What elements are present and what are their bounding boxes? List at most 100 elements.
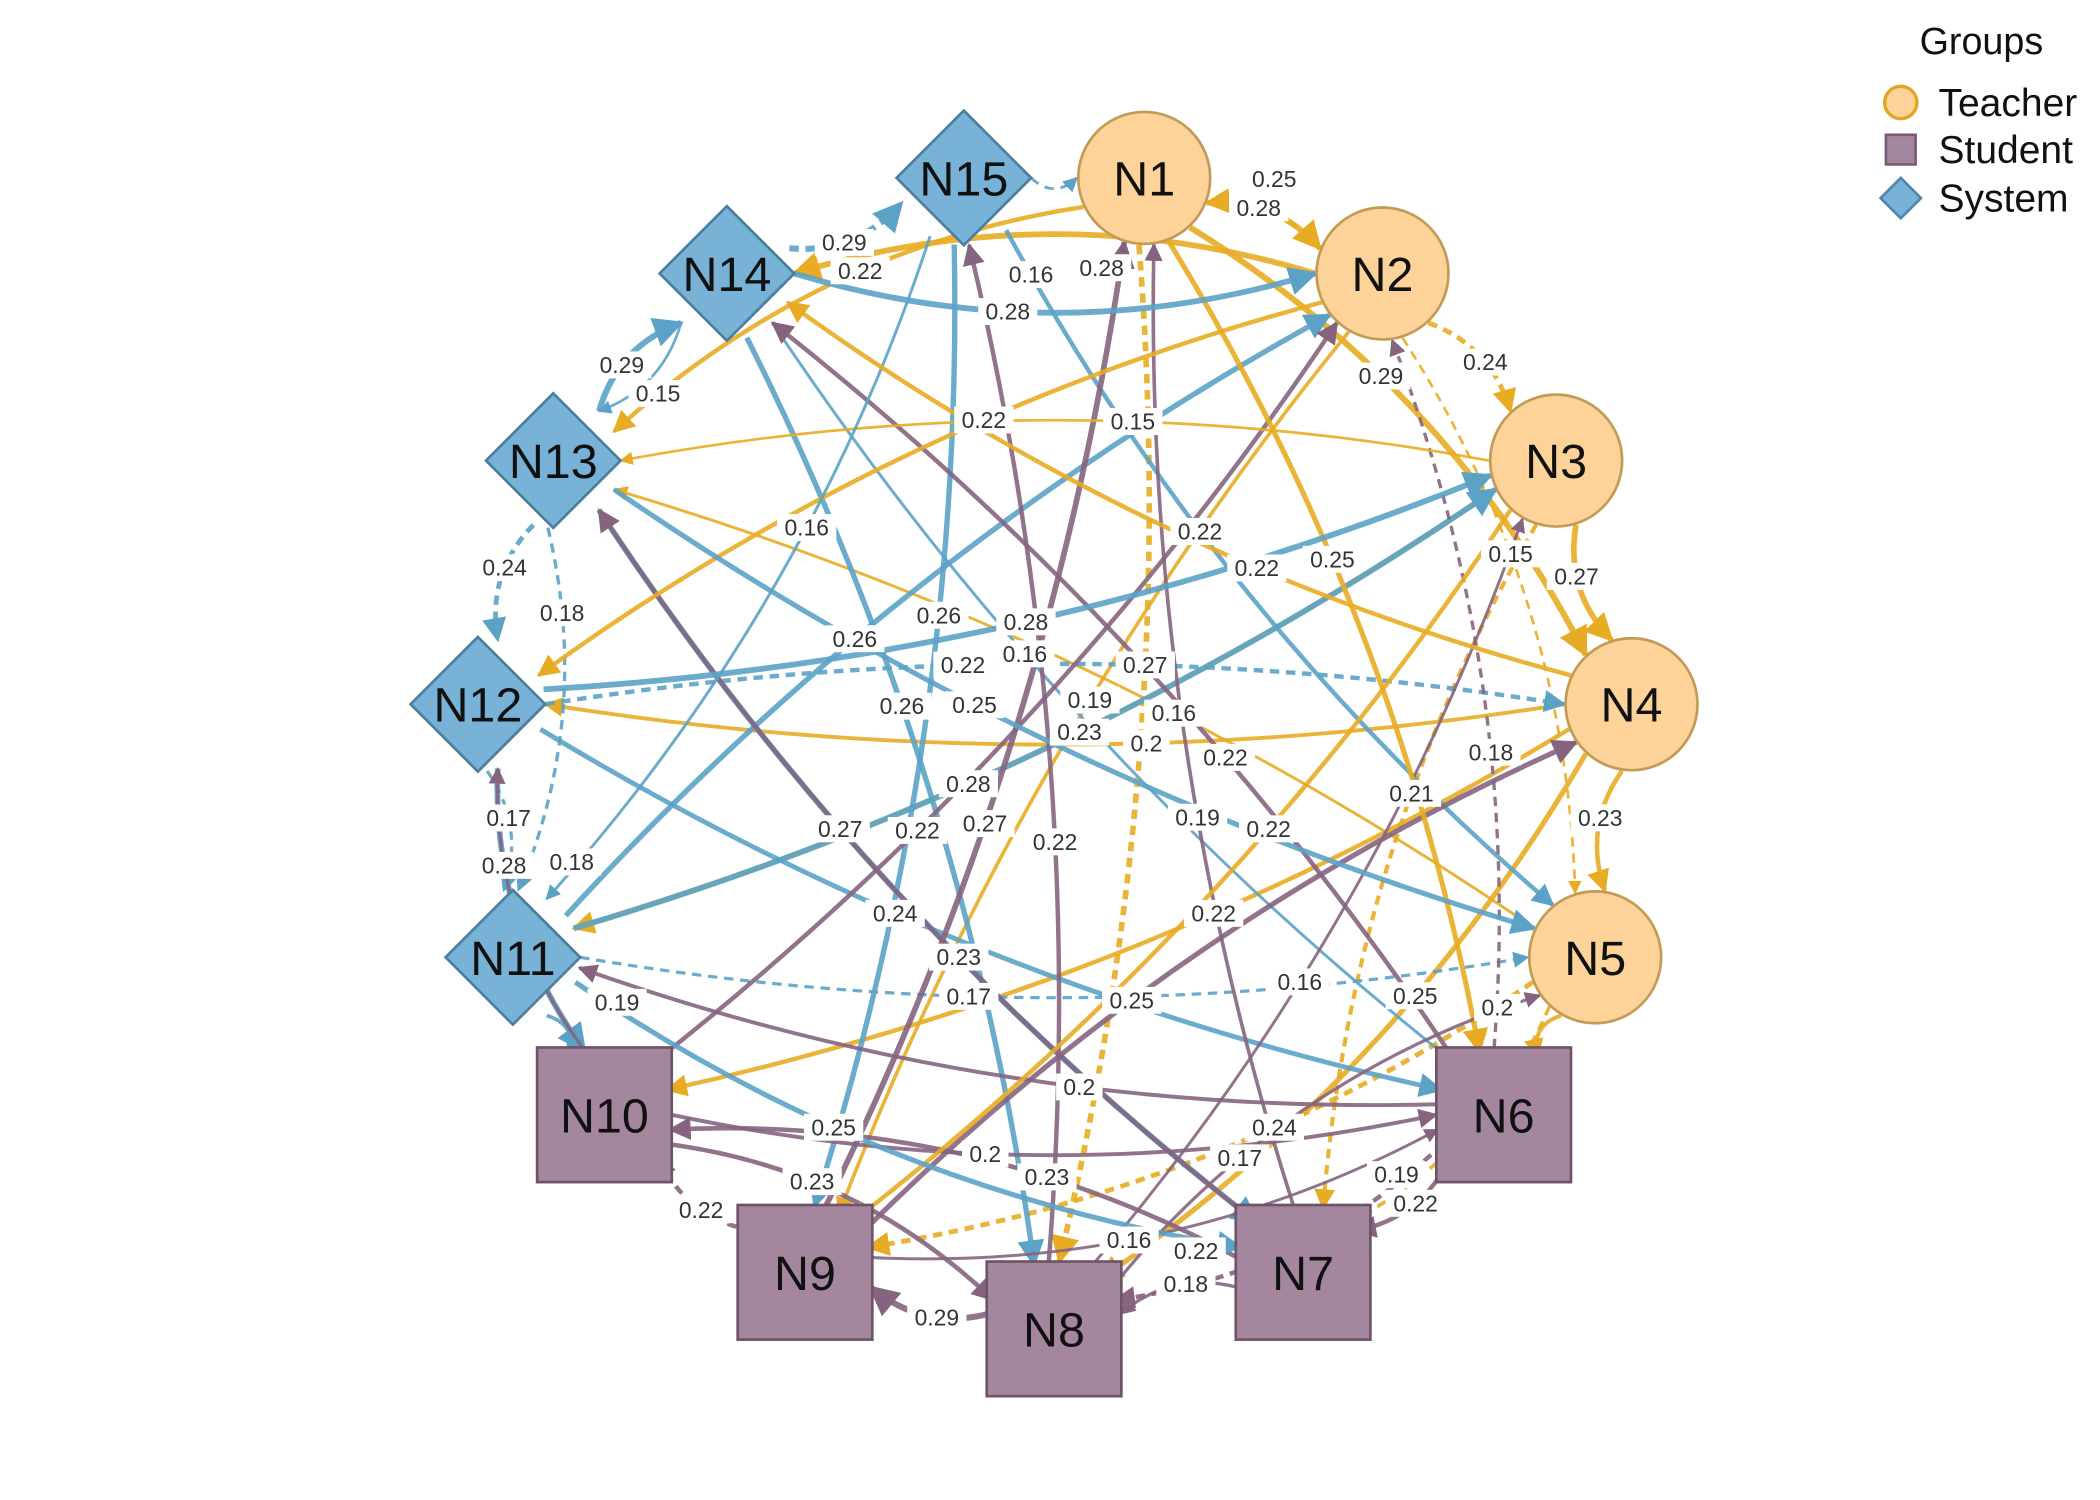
edge-N6-N2 (1389, 338, 1501, 1049)
node-n13[interactable]: N13 (484, 391, 623, 530)
node-n2[interactable]: N2 (1315, 206, 1450, 341)
legend-label-teacher: Teacher (1938, 82, 2077, 125)
node-label: N14 (682, 248, 771, 302)
teacher-circle-icon (1527, 890, 1663, 1025)
edge-label-background (1056, 1073, 1103, 1101)
edge-N12-N4 (544, 661, 1567, 713)
edge-weight-label-N15-N5: 0.22 (1178, 519, 1223, 545)
system-diamond-icon (484, 391, 623, 530)
edge-label-background (475, 554, 535, 582)
edge-label-background (478, 804, 539, 832)
edge-weight-label-N14-N15: 0.29 (822, 229, 867, 255)
node-n4[interactable]: N4 (1564, 636, 1699, 772)
edge-N2-N9 (836, 330, 1351, 1216)
student-square-icon (1884, 133, 1917, 166)
edge-weight-label-N6-N7: 0.22 (1393, 1190, 1438, 1216)
edge-label-background (865, 899, 925, 927)
edge-label-background (1455, 348, 1515, 376)
edge-label-background (907, 1303, 967, 1331)
edge-weight-label-N10-N12: 0.18 (549, 849, 594, 875)
node-label: N7 (1272, 1247, 1334, 1301)
node-n12[interactable]: N12 (408, 635, 548, 774)
edge-weight-label-N9-N1: 0.27 (963, 811, 1008, 837)
edge-weight-label-N9-N10: 0.22 (679, 1197, 724, 1223)
teacher-circle-icon (1076, 110, 1212, 246)
node-n7[interactable]: N7 (1234, 1203, 1372, 1341)
edge-weight-label-N5-N9: 0.24 (1252, 1114, 1297, 1140)
edge-weight-label-N1-N2: 0.28 (1236, 195, 1281, 221)
edge-weight-label-N14-N6: 0.16 (1003, 641, 1048, 667)
edge-weight-label-N14-N13: 0.15 (636, 381, 681, 407)
edge-weight-label-N11-N2: 0.26 (833, 626, 878, 652)
edge-label-background (1115, 651, 1175, 679)
edge-weight-label-N7-N8: 0.18 (1164, 1271, 1209, 1297)
edge-N15-N11 (545, 235, 932, 901)
edge-label-background (1001, 261, 1061, 288)
edge-N11-N5 (579, 951, 1530, 1000)
edge-weight-label-N15-N11: 0.16 (784, 515, 829, 541)
node-label: N2 (1352, 248, 1414, 302)
edge-weight-label-N3-N4: 0.27 (1554, 564, 1599, 590)
edge-label-background (1546, 562, 1607, 590)
node-label: N8 (1023, 1303, 1085, 1357)
legend-item-teacher: Teacher (1882, 82, 2077, 125)
node-n3[interactable]: N3 (1488, 393, 1624, 528)
edge-weight-label-N15-N1: 0.16 (1009, 262, 1054, 288)
edge-weight-label-N3-N9: 0.22 (1246, 816, 1291, 842)
edge-label-background (1144, 699, 1204, 727)
node-label: N4 (1601, 679, 1663, 733)
node-n10[interactable]: N10 (535, 1046, 674, 1184)
node-n1[interactable]: N1 (1076, 110, 1212, 246)
node-label: N9 (774, 1247, 836, 1301)
edge-label-background (887, 817, 948, 844)
edge-weight-label-N8-N9: 0.29 (915, 1305, 960, 1331)
edge-label-background (1167, 803, 1228, 831)
system-diamond-icon (657, 204, 797, 343)
edge-weight-label-N11-N10: 0.19 (595, 989, 640, 1015)
edge-label-background (1017, 1163, 1077, 1191)
edge-weight-label-N3-N11: 0.23 (1057, 719, 1102, 745)
edge-weight-label-N6-N8: 0.22 (1174, 1238, 1219, 1264)
node-n8[interactable]: N8 (985, 1260, 1123, 1398)
node-n9[interactable]: N9 (736, 1203, 874, 1341)
edge-weight-label-N4-N8: 0.25 (1393, 983, 1438, 1009)
edge-label-background (938, 770, 998, 798)
edge-label-background (1302, 545, 1363, 573)
node-label: N15 (919, 152, 1008, 206)
node-n11[interactable]: N11 (443, 888, 583, 1027)
edge-label-background (1351, 362, 1411, 390)
edge-label-background (587, 988, 647, 1016)
edge-label-background (1244, 165, 1304, 193)
edge-label-background (929, 943, 989, 971)
edge-label-background (810, 815, 870, 843)
node-n6[interactable]: N6 (1435, 1046, 1573, 1184)
edge-weight-label-N11-N7: 0.25 (811, 1114, 856, 1140)
edge-weight-label-N5-N7: 0.19 (1374, 1162, 1419, 1188)
edge-N11-N2 (563, 312, 1332, 918)
edge-weight-label-N12-N3: 0.28 (1004, 609, 1049, 635)
edge-label-background (1099, 1226, 1159, 1254)
edge-N2-N12 (536, 300, 1323, 678)
edge-N1-N6 (1166, 239, 1488, 1055)
edge-N10-N8 (664, 1141, 995, 1302)
node-n14[interactable]: N14 (657, 204, 797, 343)
edge-weight-label-N4-N14: 0.22 (1235, 555, 1280, 581)
node-label: N1 (1113, 152, 1175, 206)
edge-label-background (1210, 1144, 1270, 1172)
edge-N2-N5 (1401, 337, 1582, 895)
edge-weight-label-N6-N11: 0.2 (1063, 1074, 1095, 1100)
edge-weight-label-N2-N14: 0.28 (1079, 255, 1124, 281)
student-square-icon (985, 1260, 1123, 1398)
system-diamond-icon (1878, 175, 1923, 221)
teacher-circle-icon (1564, 636, 1699, 772)
edge-weight-label-N4-N12: 0.2 (1131, 730, 1163, 756)
node-n5[interactable]: N5 (1527, 890, 1663, 1025)
legend-item-student: Student (1884, 129, 2073, 172)
edge-N7-N1 (1144, 242, 1296, 1207)
node-n15[interactable]: N15 (894, 108, 1034, 248)
edge-label-background (955, 810, 1015, 838)
edge-N4-N8 (1097, 752, 1589, 1282)
node-label: N10 (560, 1089, 649, 1143)
edge-label-background (628, 380, 688, 408)
edge-N4-N14 (785, 300, 1572, 678)
